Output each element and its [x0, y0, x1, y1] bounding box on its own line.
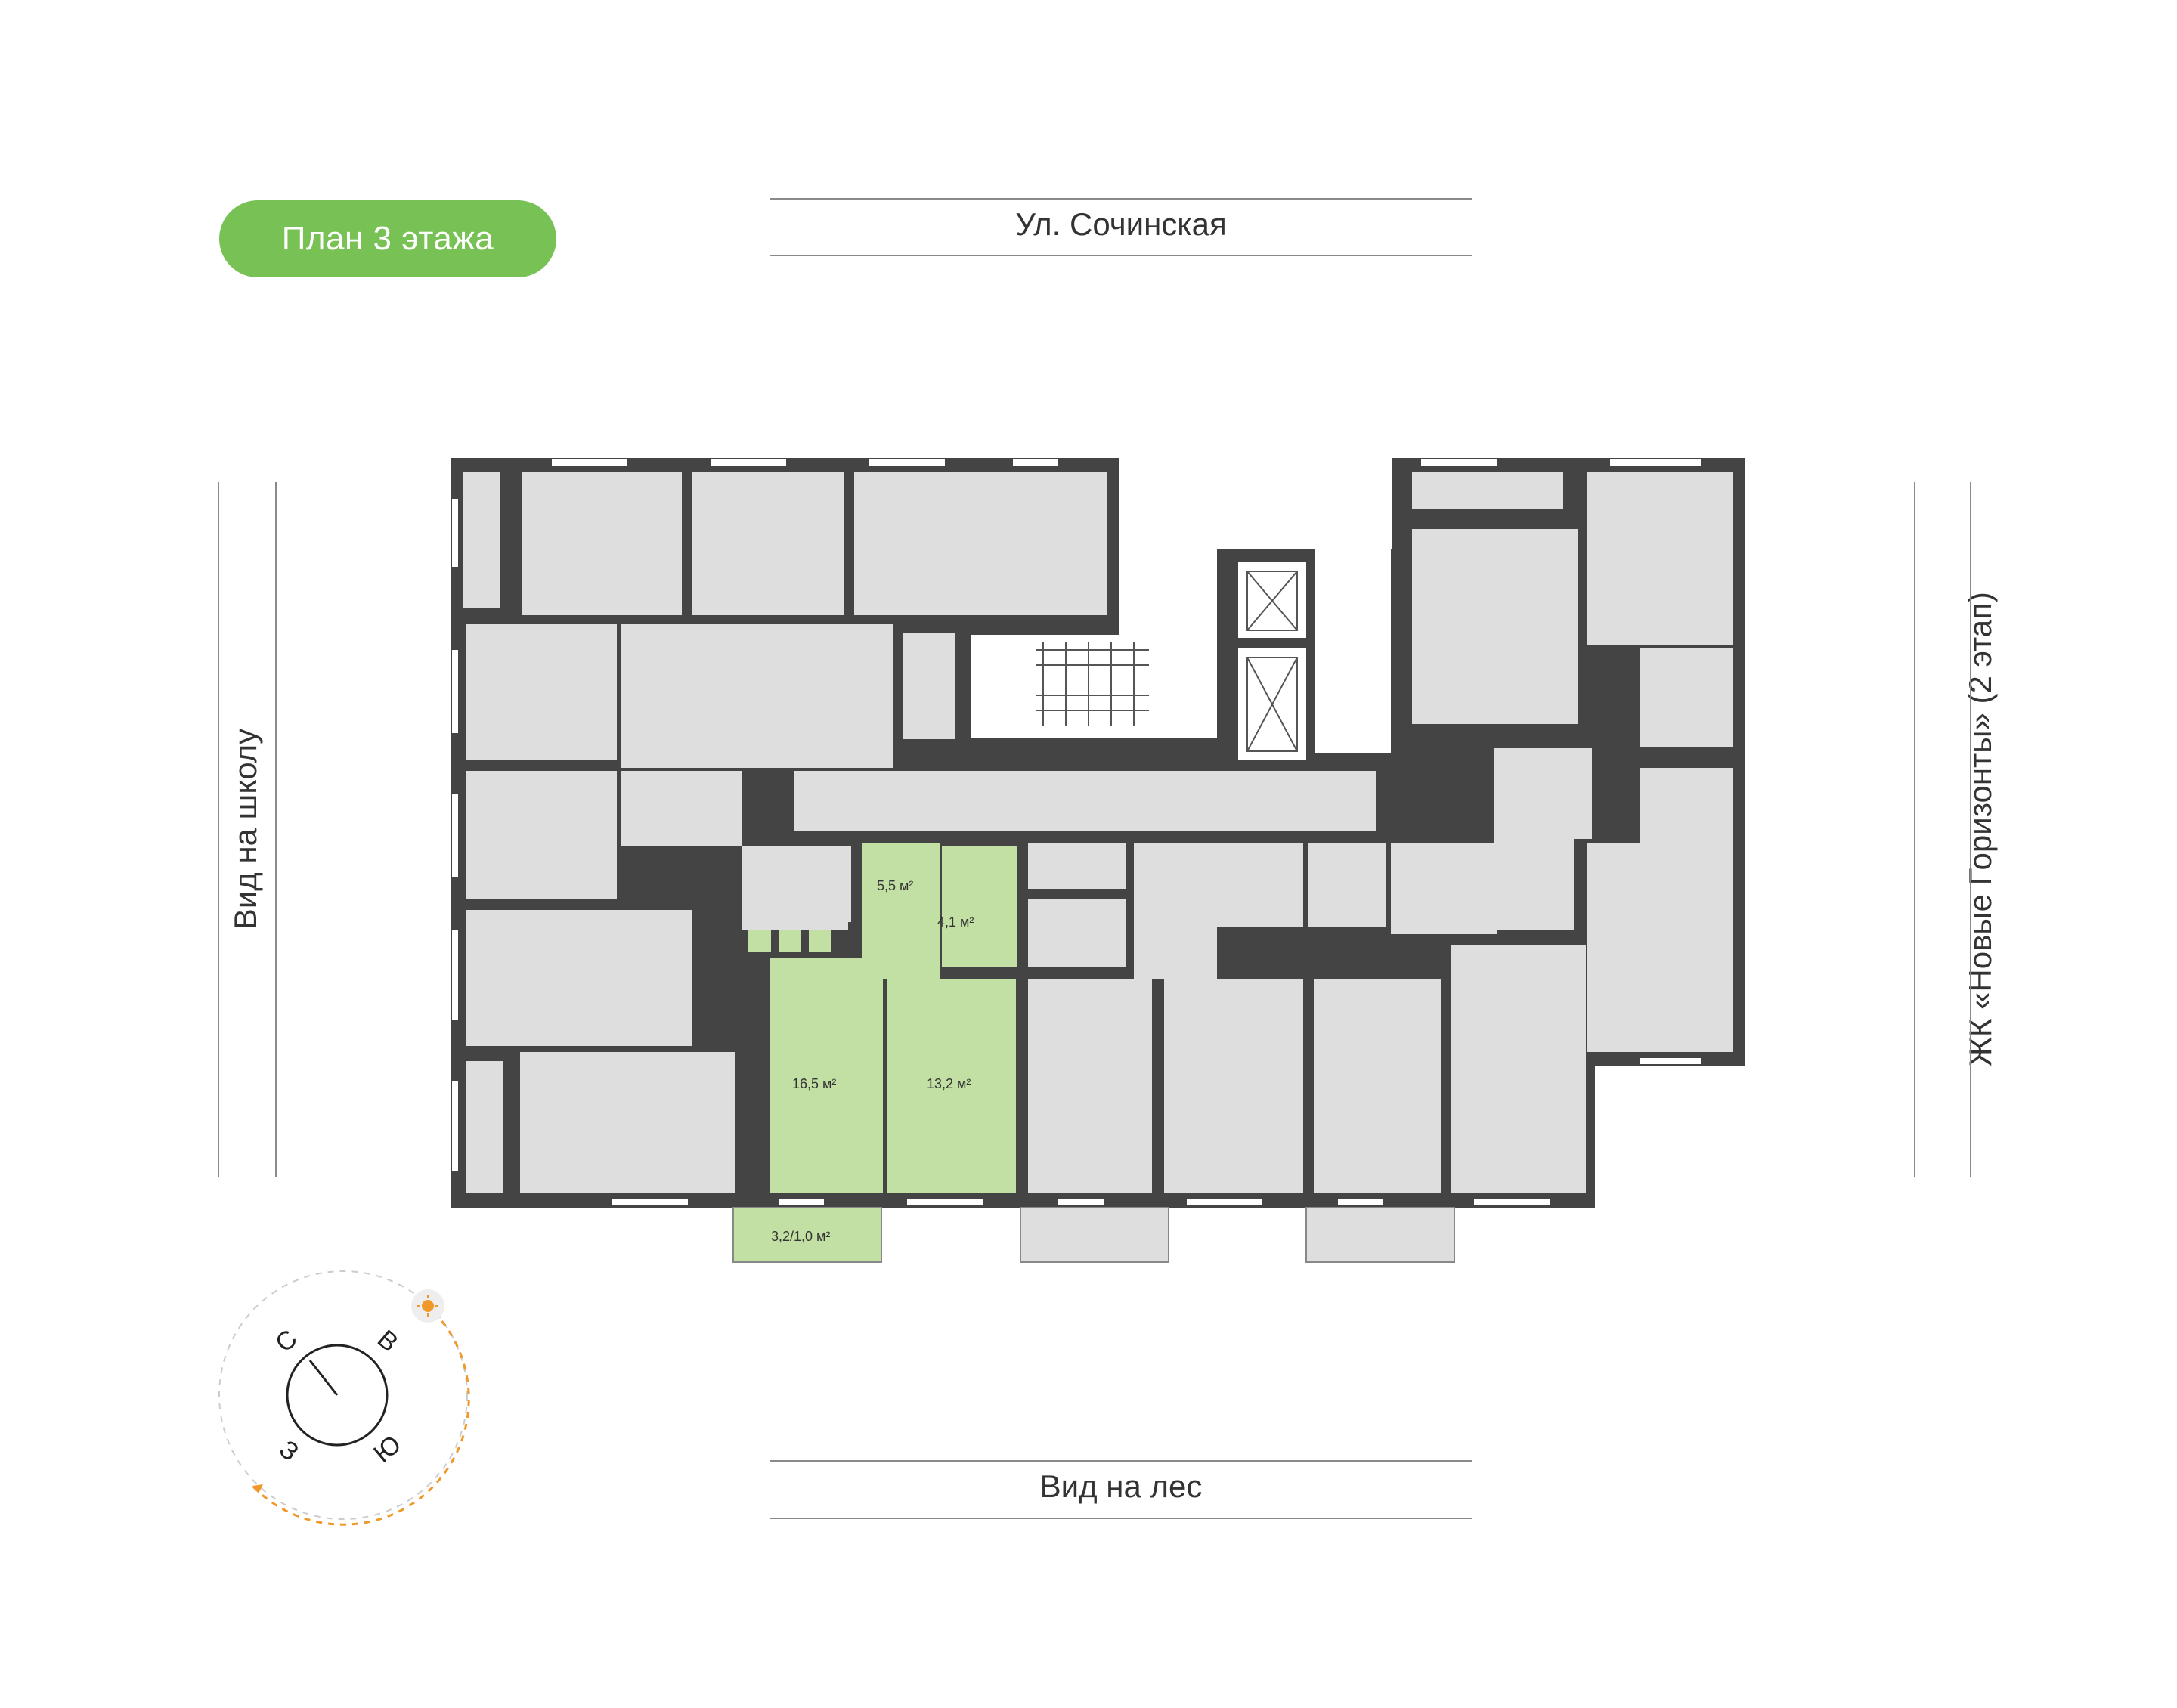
room-area-bathroom: 4,1 м² — [937, 914, 974, 930]
compass-east: В — [372, 1324, 404, 1357]
compass: С В Ю З — [218, 1270, 470, 1526]
top-street-line-upper — [770, 198, 1472, 200]
balconies — [732, 1207, 1455, 1263]
left-view-line-inner — [275, 482, 277, 1177]
selected-apartment — [748, 843, 1017, 1193]
compass-south: Ю — [368, 1430, 407, 1468]
rooms — [463, 472, 1733, 1193]
sun-icon — [411, 1289, 444, 1323]
room-area-hall: 5,5 м² — [877, 878, 913, 893]
bottom-view-line-upper — [770, 1460, 1472, 1462]
room-area-bedroom: 13,2 м² — [927, 1076, 971, 1091]
floor-title: План 3 этажа — [281, 220, 494, 257]
windows — [452, 459, 1701, 1205]
bottom-view-line-lower — [770, 1518, 1472, 1519]
compass-west: З — [274, 1434, 304, 1466]
top-street-label: Ул. Сочинская — [1015, 206, 1227, 242]
elevators — [1246, 571, 1298, 752]
left-view-line-outer — [218, 482, 219, 1177]
right-view-line-outer — [1914, 482, 1915, 1177]
compass-north: С — [270, 1324, 302, 1358]
room-area-balcony: 3,2/1,0 м² — [771, 1229, 830, 1244]
staircase — [1036, 642, 1149, 726]
right-view-line-inner — [1970, 482, 1971, 1177]
floor-badge: План 3 этажа — [219, 200, 556, 277]
room-area-kitchen: 16,5 м² — [792, 1076, 836, 1091]
top-street-line-lower — [770, 255, 1472, 256]
bottom-view-label: Вид на лес — [1039, 1468, 1203, 1504]
